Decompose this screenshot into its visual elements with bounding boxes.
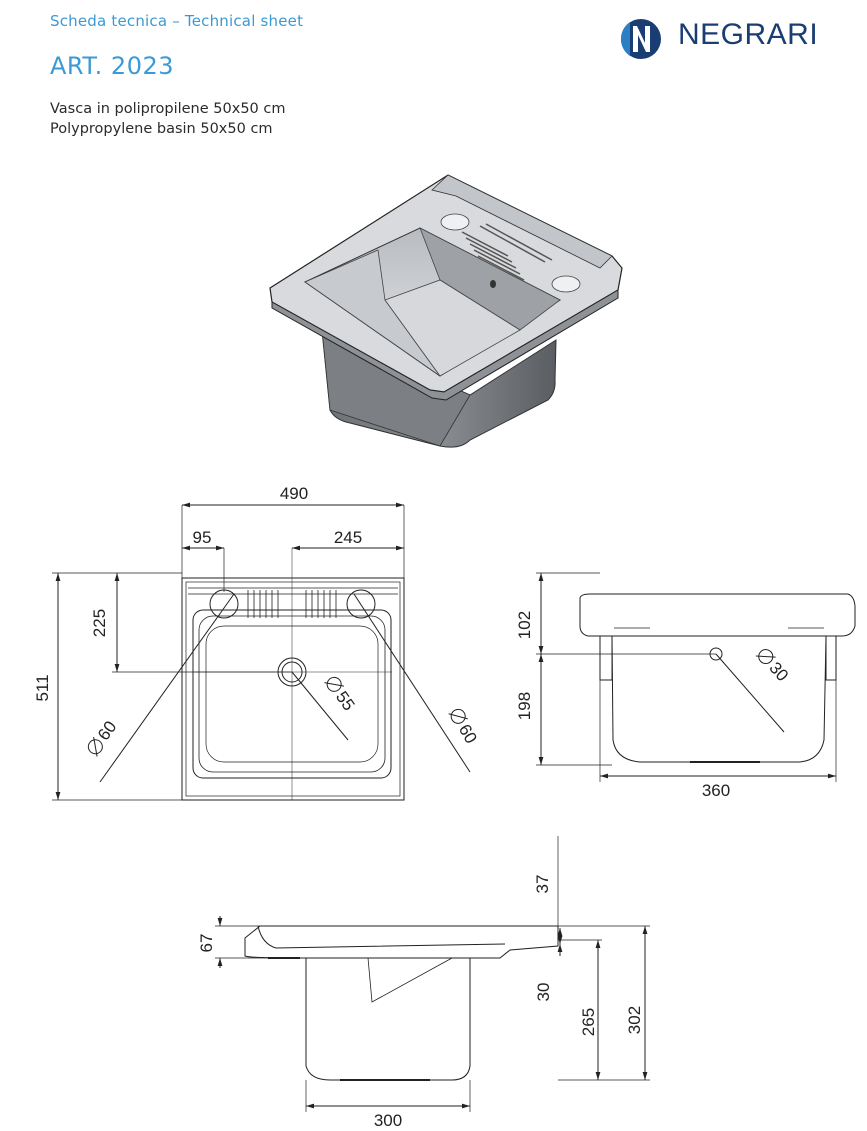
side-view-dimensions: 102 198 360 30	[515, 611, 792, 800]
sheet-subtitle: Scheda tecnica – Technical sheet	[50, 12, 304, 30]
dim-total-height: 302	[625, 1006, 644, 1034]
section-view-drawing	[215, 836, 650, 1112]
basin-3d-render	[269, 174, 623, 448]
dim-right-hole: 60	[448, 708, 481, 747]
article-title: ART. 2023	[50, 52, 174, 80]
drain-dia: 55	[332, 688, 358, 714]
brand-name: NEGRARI	[678, 18, 819, 51]
dim-center-offset: 245	[334, 528, 362, 547]
product-description: Vasca in polipropilene 50x50 cm Polyprop…	[50, 99, 285, 139]
top-view-dimensions: 490 95 245 511 225 60 60 55	[33, 484, 481, 757]
dim-body-height: 198	[515, 692, 534, 720]
dim-top-offset: 37	[533, 875, 552, 894]
dim-left-offset: 95	[193, 528, 212, 547]
brand-logo-icon	[620, 19, 661, 59]
dim-depth: 511	[33, 674, 52, 701]
dim-left-hole: 60	[87, 717, 120, 757]
right-hole-dia: 60	[455, 721, 481, 747]
dim-rim-height: 102	[515, 611, 534, 639]
section-view-dimensions: 37 67 30 265 302 300	[197, 875, 644, 1130]
description-italian: Vasca in polipropilene 50x50 cm	[50, 101, 286, 117]
dim-width: 490	[280, 484, 308, 503]
dim-bottom-width: 360	[702, 781, 730, 800]
dim-section-bottom-width: 300	[374, 1111, 402, 1130]
dim-inner-height: 265	[579, 1008, 598, 1036]
description-english: Polypropylene basin 50x50 cm	[50, 121, 273, 137]
dim-hole-offset: 225	[90, 609, 109, 637]
dim-section-hole: 30	[534, 983, 553, 1002]
dim-side-hole: 30	[755, 649, 792, 685]
top-view-drawing	[52, 502, 471, 801]
dim-section-rim: 67	[197, 934, 216, 953]
dim-drain: 55	[324, 676, 358, 714]
side-view-drawing	[536, 572, 856, 782]
